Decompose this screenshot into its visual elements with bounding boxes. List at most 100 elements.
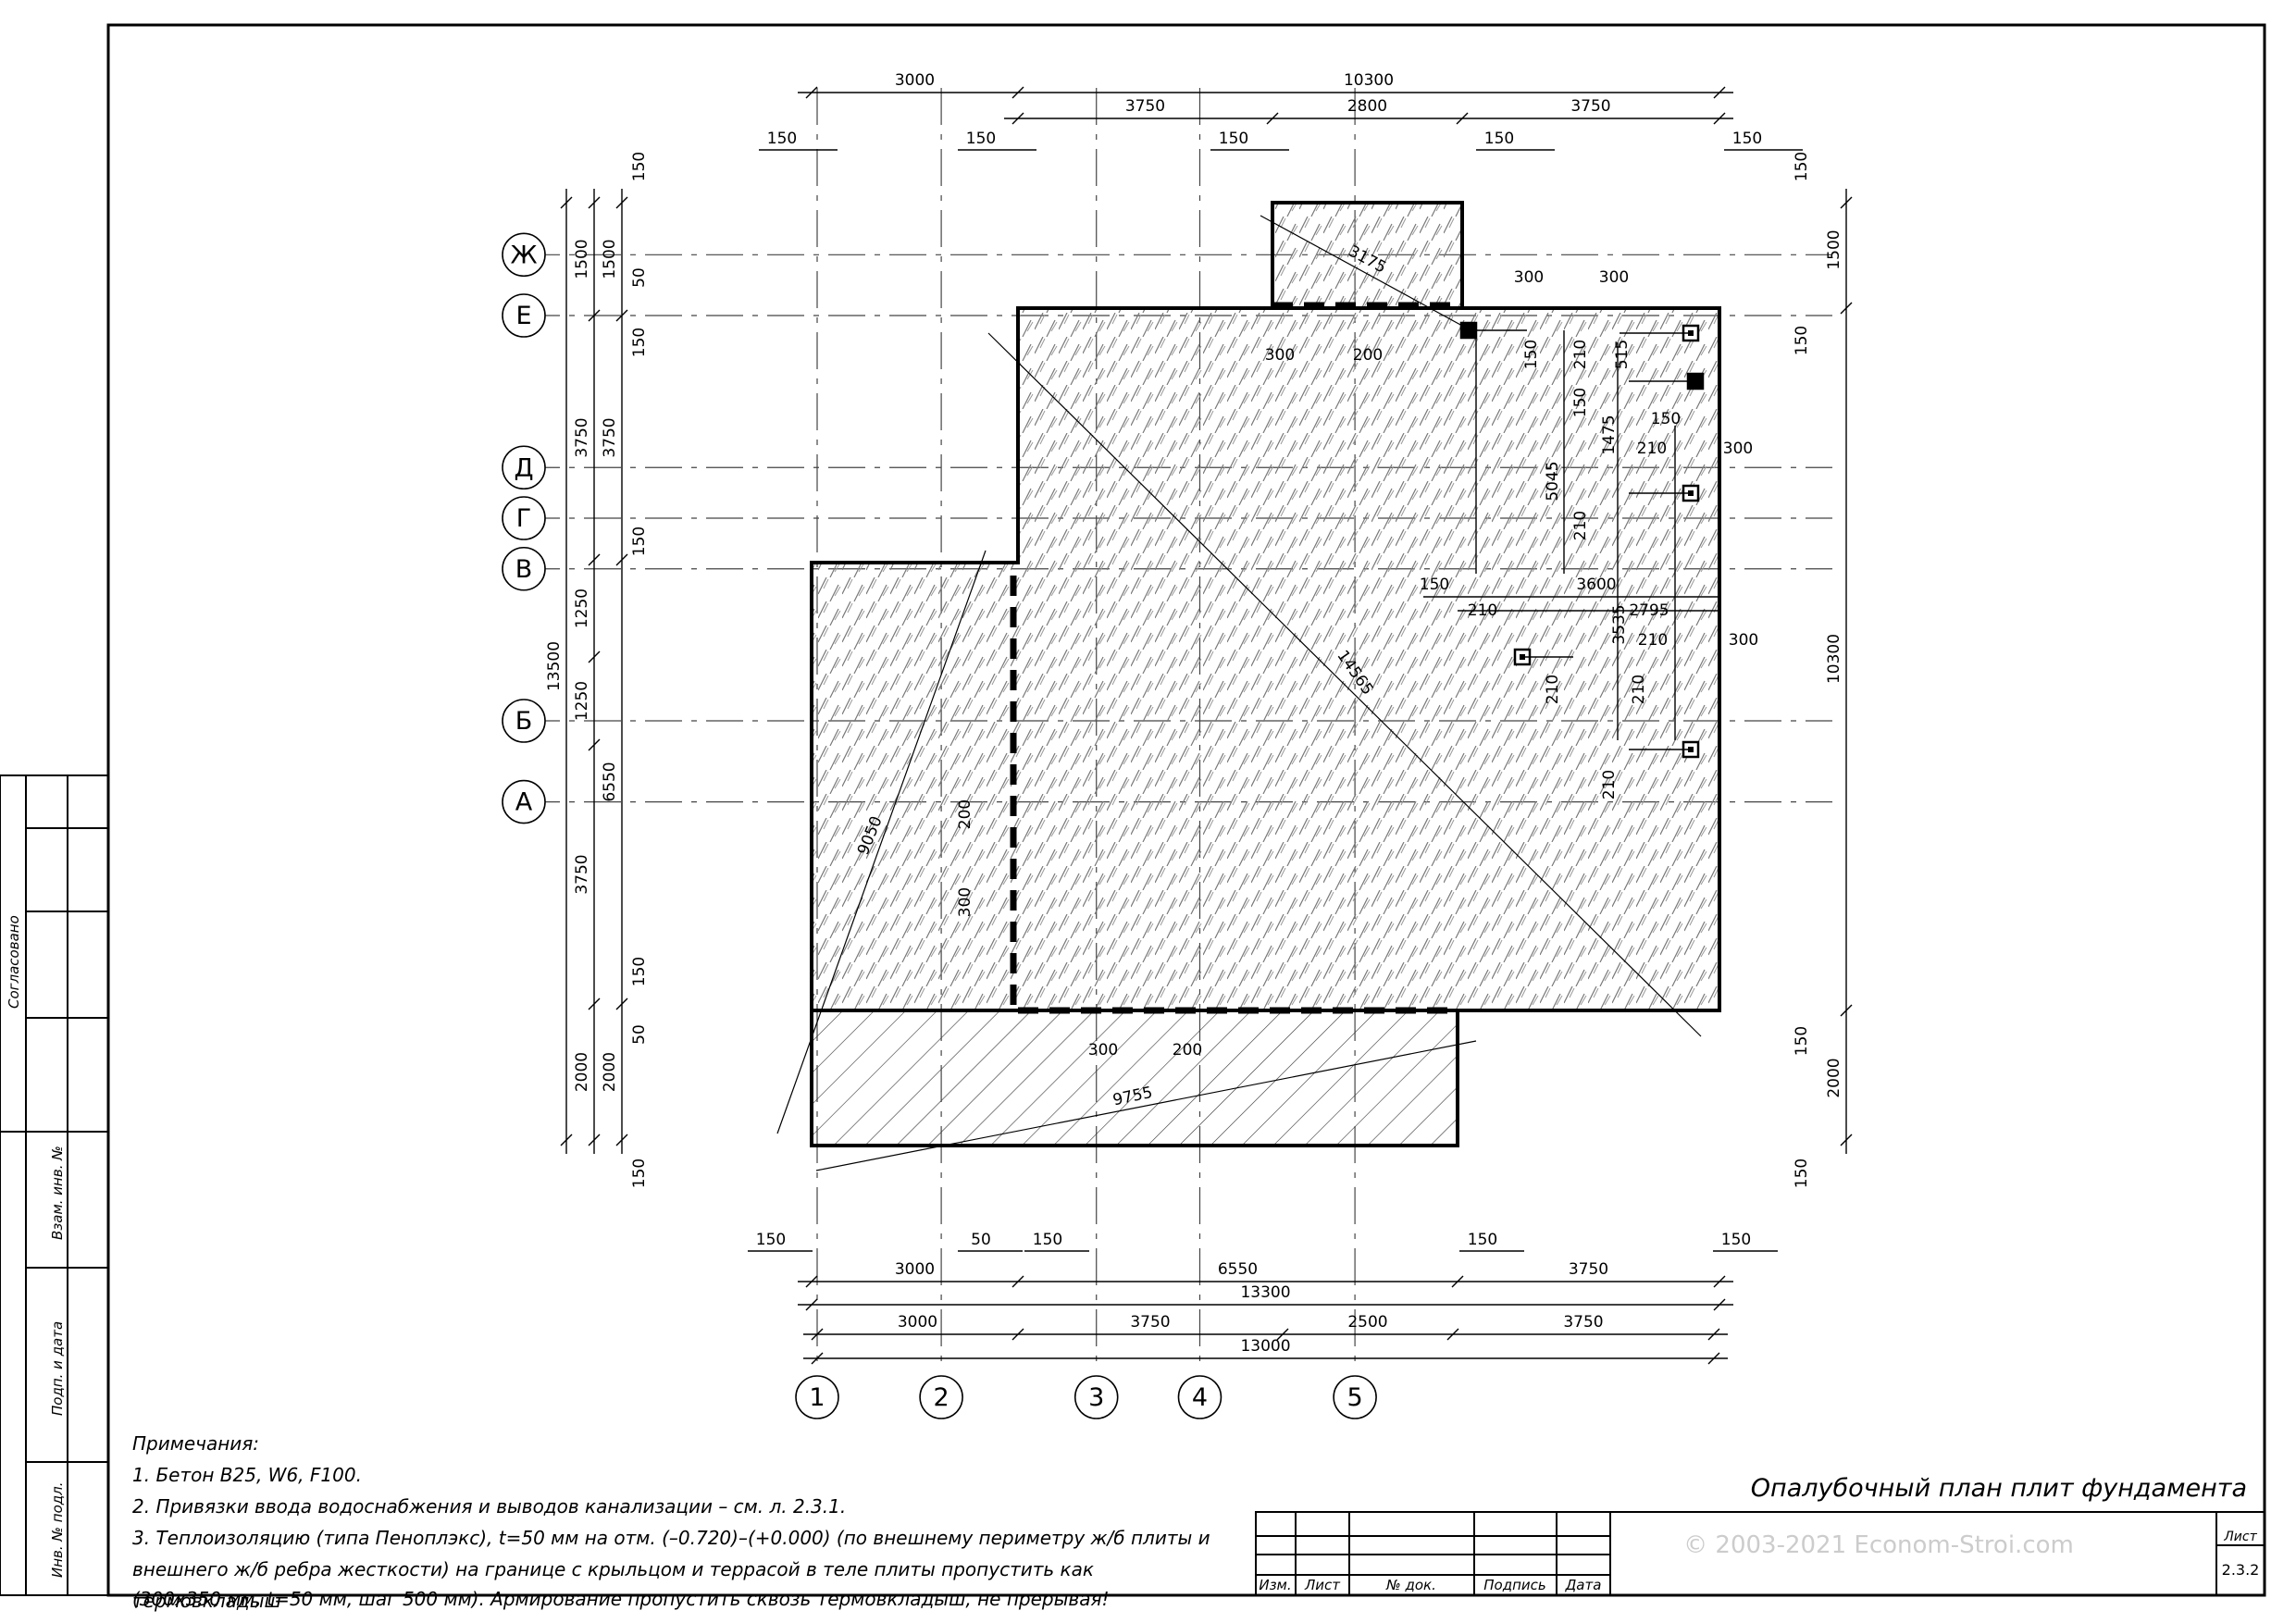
axis-label: 2	[934, 1383, 949, 1412]
dimension-tick	[588, 196, 601, 209]
title-block	[1255, 1511, 2265, 1596]
dimension-value: 10300	[1344, 71, 1394, 90]
title-block-column-label: Дата	[1565, 1577, 1602, 1593]
dimension-value: 150	[630, 957, 649, 986]
terrace-slab	[810, 1009, 1459, 1147]
axis-bubble	[1177, 1375, 1222, 1419]
dimension-value: 150	[630, 527, 649, 556]
dimension-tick	[805, 1275, 818, 1288]
dimension-value: 150	[756, 1231, 786, 1249]
axis-label: Е	[515, 302, 531, 330]
dimension-value: 150	[630, 328, 649, 357]
axis-label: 4	[1192, 1383, 1208, 1412]
dimension-value: 2000	[573, 1052, 591, 1092]
title-block-column-label: № док.	[1385, 1577, 1436, 1593]
dimension-value: 3750	[1569, 1260, 1608, 1279]
sheet-number: 2.3.2	[2222, 1561, 2260, 1579]
dimension-value: 150	[1571, 388, 1590, 417]
dimension-value: 300	[1723, 440, 1753, 458]
title-block-column-label: Подпись	[1483, 1577, 1545, 1593]
axis-label: Ж	[510, 241, 537, 269]
side-stamp	[0, 774, 109, 1596]
dimension-tick	[1011, 1328, 1024, 1341]
dimension-value: 210	[1544, 675, 1562, 704]
dimension-tick	[1840, 1134, 1853, 1146]
axis-label: 1	[809, 1383, 825, 1412]
dimension-tick	[811, 1328, 824, 1341]
axis-bubble	[502, 445, 546, 490]
sheet-label: Лист	[2223, 1530, 2257, 1544]
dimension-value: 200	[1353, 346, 1383, 365]
dimension-value: 13500	[545, 641, 564, 691]
axis-label: Д	[514, 453, 533, 482]
dimension-tick	[560, 196, 573, 209]
dimension-value: 300	[1265, 346, 1295, 365]
dimension-value: 150	[1732, 130, 1762, 148]
thermal-inserts	[1010, 302, 1462, 1014]
axis-bubble	[1074, 1375, 1119, 1419]
dimension-value: 150	[1793, 1158, 1811, 1188]
axis-bubble	[502, 496, 546, 540]
dimension-value: 150	[1219, 130, 1248, 148]
dimension-tick	[1707, 1328, 1720, 1341]
title-block-column-label: Изм.	[1259, 1577, 1291, 1593]
dimension-tick	[1713, 86, 1726, 99]
dimension-tick	[805, 86, 818, 99]
dimension-value: 150	[630, 152, 649, 181]
dimension-value: 150	[1484, 130, 1514, 148]
dimension-value: 150	[630, 1158, 649, 1188]
dimension-value: 6550	[1218, 1260, 1258, 1279]
axis-label: 3	[1088, 1383, 1104, 1412]
note-line-1: 1. Бетон B25, W6, F100.	[132, 1464, 362, 1486]
axis-bubble	[502, 546, 546, 591]
dimension-tick	[1713, 112, 1726, 125]
dimension-value: 50	[630, 1024, 649, 1045]
note-line-3: 3. Теплоизоляцию (типа Пеноплэкс), t=50 …	[132, 1527, 1210, 1549]
side-stamp-inv-orig: Инв. № подл.	[49, 1482, 66, 1578]
dimension-value: 150	[1721, 1231, 1751, 1249]
dimension-value: 210	[1600, 770, 1619, 799]
dimension-value: 150	[767, 130, 797, 148]
dimension-tick	[560, 1134, 573, 1146]
axis-bubble	[502, 293, 546, 338]
axis-label: 5	[1347, 1383, 1363, 1412]
axis-bubble	[502, 232, 546, 278]
side-stamp-agreed: Согласовано	[6, 915, 22, 1009]
dimension-value: 150	[1522, 340, 1541, 369]
dimension-value: 3750	[1570, 97, 1610, 116]
dimension-value: 50	[630, 267, 649, 288]
dimension-tick	[615, 196, 628, 209]
dimension-value: 3750	[1125, 97, 1165, 116]
dimension-value: 2800	[1347, 97, 1387, 116]
note-line-4: внешнего ж/б ребра жесткости) на границе…	[132, 1558, 1094, 1612]
dimension-value: 3000	[898, 1313, 937, 1332]
note-line-5: (300х350 мм, t=50 мм, шаг 500 мм). Армир…	[132, 1588, 1110, 1610]
axis-bubble	[1333, 1375, 1377, 1419]
dimension-value: 3750	[573, 417, 591, 457]
dimension-value: 1250	[573, 588, 591, 628]
dimension-tick	[1713, 1298, 1726, 1311]
dimension-tick	[1276, 1328, 1289, 1341]
dimension-value: 2795	[1629, 601, 1669, 620]
dimension-tick	[805, 1298, 818, 1311]
dimension-value: 210	[1571, 340, 1590, 369]
dimension-value: 3000	[895, 1260, 935, 1279]
dimension-tick	[1011, 1275, 1024, 1288]
dimension-tick	[1840, 1004, 1853, 1017]
dimension-tick	[588, 997, 601, 1010]
dimension-value: 2000	[601, 1052, 619, 1092]
dimension-tick	[1707, 1352, 1720, 1365]
dimension-lines	[560, 86, 1853, 1365]
dimension-value: 3750	[573, 854, 591, 894]
side-stamp-inv-replace: Взам. инв. №	[49, 1146, 66, 1240]
axis-bubble	[919, 1375, 963, 1419]
dimension-value: 150	[1033, 1231, 1062, 1249]
dimension-value: 150	[1468, 1231, 1497, 1249]
dimension-value: 150	[1651, 410, 1681, 428]
dimension-tick	[588, 553, 601, 566]
watermark: © 2003-2021 Econom-Stroi.com	[1683, 1531, 2074, 1559]
dimension-value: 150	[966, 130, 996, 148]
dimension-value: 2500	[1347, 1313, 1387, 1332]
dimension-value: 3000	[895, 71, 935, 90]
